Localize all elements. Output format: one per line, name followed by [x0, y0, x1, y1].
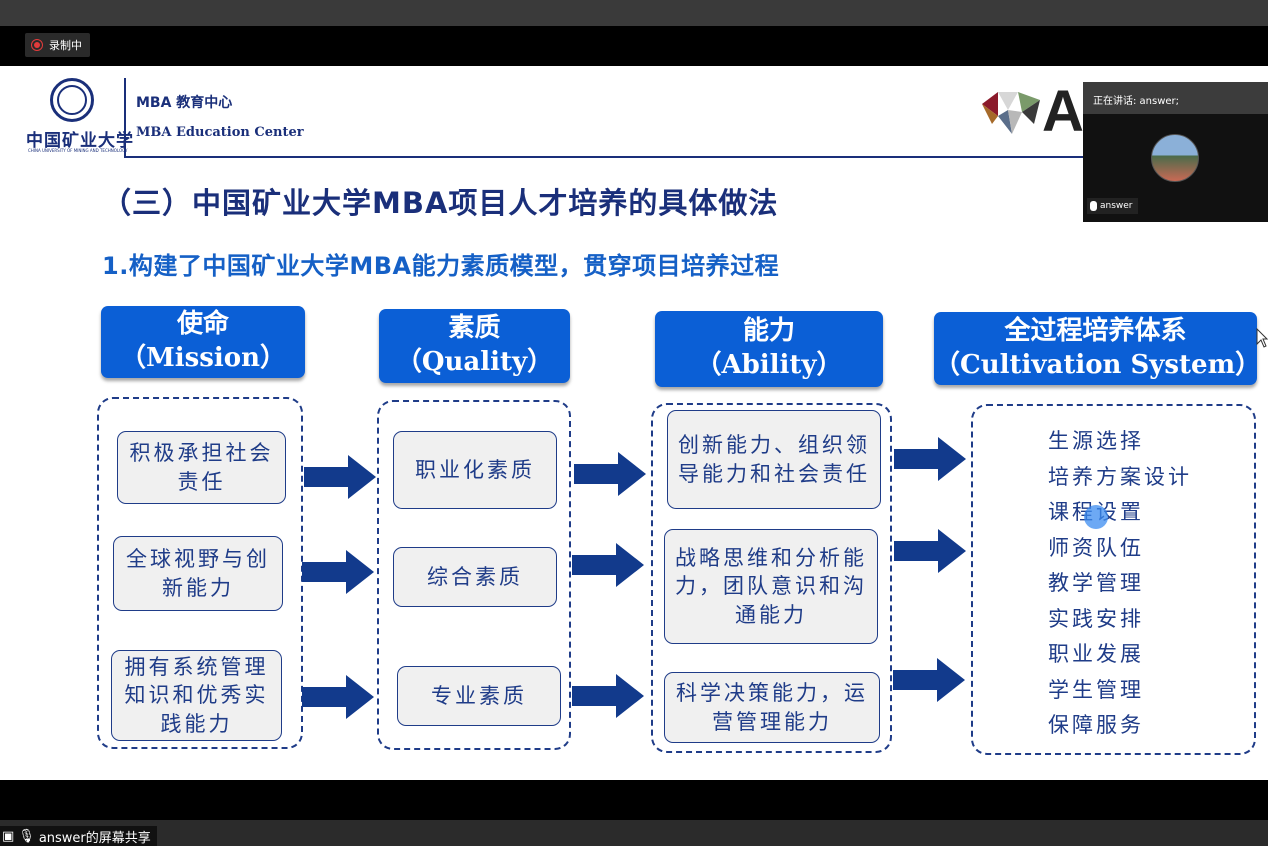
header-ability: 能力 （Ability）	[655, 311, 883, 387]
record-icon	[31, 39, 43, 51]
list-item: 保障服务	[1048, 713, 1144, 737]
list-item: 师资队伍	[1048, 535, 1144, 560]
list-item: 实践安排	[1048, 606, 1144, 631]
microphone-icon: 🎙	[18, 828, 35, 844]
list-item: 培养方案设计	[1048, 464, 1192, 489]
header-mission-en: （Mission）	[119, 343, 287, 373]
quality-item: 职业化素质	[393, 431, 557, 509]
right-arrow-icon	[572, 674, 644, 718]
header-divider	[124, 78, 126, 156]
ability-item: 创新能力、组织领导能力和社会责任	[667, 410, 881, 509]
slide-subtitle: 1.构建了中国矿业大学MBA能力素质模型，贯穿项目培养过程	[102, 252, 780, 280]
participant-name: answer	[1100, 201, 1133, 211]
pointer-highlight	[1084, 505, 1108, 529]
center-name-cn: MBA 教育中心	[136, 95, 233, 111]
list-item: 课程设置	[1048, 495, 1218, 531]
right-arrow-icon	[894, 529, 966, 573]
quality-item: 专业素质	[397, 666, 561, 726]
header-mission-cn: 使命	[176, 309, 229, 340]
quality-group	[377, 400, 571, 750]
university-name-logo: 中国矿业大学	[26, 131, 134, 151]
right-arrow-icon	[302, 675, 374, 719]
university-name-en-tiny: CHINA UNIVERSITY OF MINING AND TECHNOLOG…	[28, 148, 128, 153]
right-arrow-icon	[572, 543, 644, 587]
list-item: 生源选择	[1048, 429, 1144, 453]
right-arrow-icon	[574, 452, 646, 496]
screen-share-icon: ▣	[2, 828, 15, 844]
participant-name-tag: answer	[1087, 198, 1138, 214]
list-item: 学生管理	[1048, 677, 1144, 702]
right-arrow-icon	[893, 658, 965, 702]
screen-share-label[interactable]: ▣ 🎙 answer的屏幕共享	[0, 826, 157, 846]
center-name-en: MBA Education Center	[136, 125, 304, 140]
cultivation-list: 生源选择 培养方案设计 课程设置 师资队伍 教学管理 实践安排 职业发展 学生管…	[1048, 424, 1218, 744]
mouse-cursor-icon	[1256, 328, 1268, 348]
share-status-bar	[0, 820, 1268, 846]
right-arrow-icon	[304, 455, 376, 499]
share-label-text: answer的屏幕共享	[38, 830, 151, 846]
header-mission: 使命 （Mission）	[101, 306, 305, 378]
speaker-label: 正在讲话: answer;	[1083, 82, 1268, 114]
header-cultivation-cn: 全过程培养体系	[1004, 315, 1187, 346]
ability-item: 战略思维和分析能力，团队意识和沟通能力	[664, 529, 878, 644]
slide-title: （三）中国矿业大学MBA项目人才培养的具体做法	[102, 186, 779, 220]
header-quality-cn: 素质	[448, 313, 501, 344]
ability-group	[651, 403, 892, 753]
header-rule	[124, 156, 1084, 158]
header-quality: 素质 （Quality）	[379, 309, 570, 383]
microphone-icon	[1090, 201, 1097, 211]
meeting-bottom-bar	[0, 780, 1268, 820]
mission-item: 积极承担社会责任	[117, 431, 286, 504]
meeting-toolbar	[0, 26, 1268, 66]
university-seal-logo	[50, 78, 94, 122]
header-cultivation: 全过程培养体系 （Cultivation System）	[934, 312, 1262, 385]
right-arrow-icon	[302, 550, 374, 594]
header-quality-en: （Quality）	[395, 347, 554, 377]
right-arrow-icon	[894, 437, 966, 481]
ability-item: 科学决策能力，运营管理能力	[664, 672, 880, 743]
amba-letter: A	[1042, 79, 1084, 144]
list-item: 教学管理	[1048, 571, 1144, 595]
recording-label: 录制中	[49, 39, 82, 52]
quality-item: 综合素质	[393, 547, 557, 607]
amba-logo-icon	[982, 92, 1040, 134]
window-top-bar	[0, 0, 1268, 26]
avatar	[1151, 134, 1199, 182]
mission-item: 全球视野与创新能力	[113, 536, 283, 611]
mission-item: 拥有系统管理知识和优秀实践能力	[111, 650, 282, 741]
recording-indicator[interactable]: 录制中	[25, 33, 90, 57]
cultivation-group	[971, 404, 1256, 755]
shared-slide: 中国矿业大学 CHINA UNIVERSITY OF MINING AND TE…	[0, 66, 1268, 780]
list-item: 职业发展	[1048, 642, 1144, 666]
header-ability-en: （Ability）	[695, 350, 843, 380]
header-ability-cn: 能力	[742, 316, 795, 347]
speaker-video-tile[interactable]: 正在讲话: answer; answer	[1083, 82, 1268, 222]
header-cultivation-en: （Cultivation System）	[934, 349, 1262, 380]
